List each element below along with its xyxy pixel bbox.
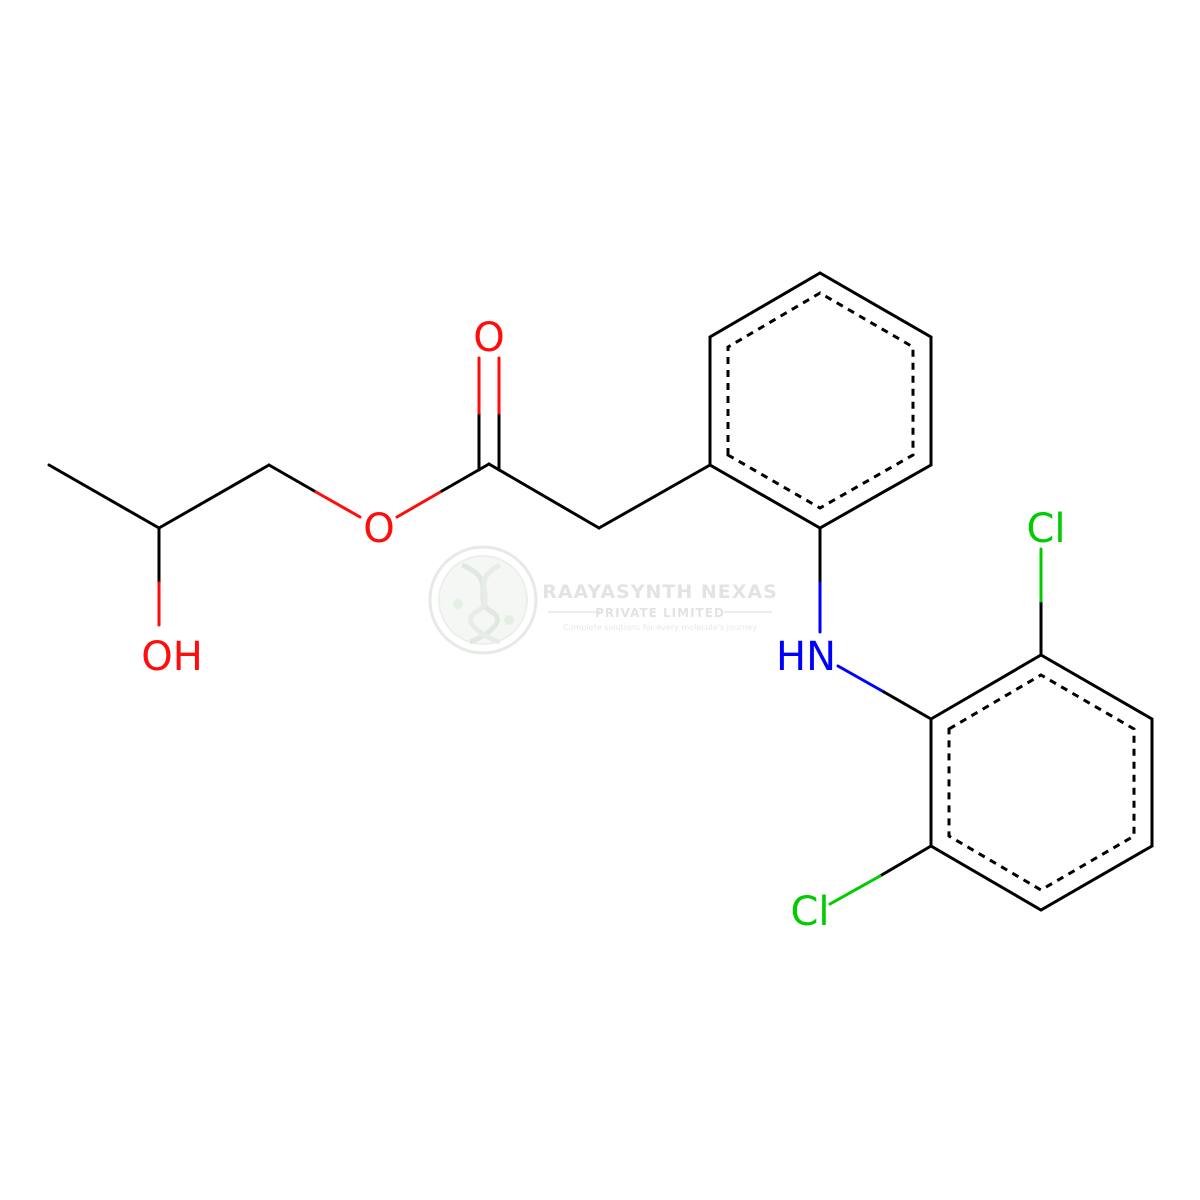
bond-ch2-ring: [597, 463, 712, 530]
bond-n-ring-black: [882, 690, 933, 721]
atom-label-chlorine-bottom: Cl: [790, 889, 829, 935]
amine-linkage: [818, 526, 933, 721]
bond-cl-bottom-green: [828, 874, 882, 906]
propyl-chain: [47, 463, 362, 627]
ring-b-outline: [929, 653, 1154, 912]
ring-b-aromatic-circle: [947, 673, 1136, 892]
watermark-subtitle: PRIVATE LIMITED: [595, 606, 725, 620]
bond-ch2-o-black: [267, 463, 318, 494]
watermark: RAAYASYNTH NEXAS PRIVATE LIMITED Complet…: [428, 545, 778, 655]
bond-cl-bottom-black: [878, 844, 933, 878]
ring-a-aromatic-circle: [726, 291, 915, 510]
atom-labels: O O OH HN Cl Cl: [141, 315, 1065, 935]
bond-methyl: [47, 463, 161, 530]
ester-group: [395, 356, 712, 530]
atom-label-chlorine-top: Cl: [1026, 506, 1065, 552]
bond-ch2-o-red: [314, 490, 362, 519]
atom-label-carbonyl-oxygen: O: [473, 315, 504, 361]
benzene-ring-a: [708, 271, 933, 530]
ring-a-outline: [708, 271, 933, 530]
chlorine-substituents: [828, 547, 1043, 906]
watermark-company-name: RAAYASYNTH NEXAS: [542, 581, 778, 603]
watermark-tagline: Complete solutions for every molecule's …: [563, 623, 757, 632]
benzene-ring-b: [929, 653, 1154, 912]
bond-n-ring-blue: [836, 664, 886, 694]
bond-o-carbonyl-red: [395, 489, 444, 519]
atom-label-ester-oxygen: O: [363, 506, 394, 552]
bond-o-carbonyl-black: [440, 462, 491, 493]
bond-ch-ch2: [157, 463, 271, 530]
atom-label-amine: HN: [776, 634, 836, 680]
bond-carbonyl-ch2: [487, 462, 601, 530]
watermark-logo-icon: [428, 545, 538, 655]
atom-label-hydroxyl: OH: [141, 634, 203, 680]
